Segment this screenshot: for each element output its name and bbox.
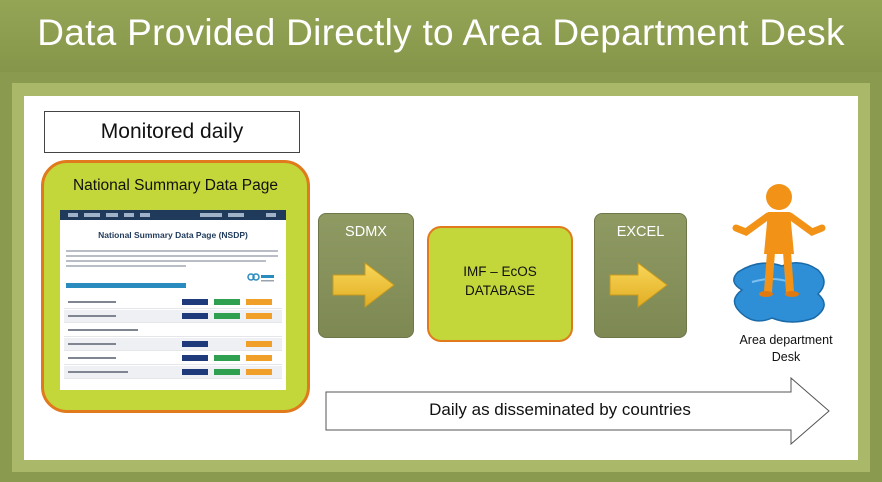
row-button bbox=[246, 355, 272, 361]
nav-item bbox=[68, 213, 78, 217]
screenshot-text-line bbox=[66, 260, 266, 262]
row-button bbox=[182, 369, 208, 375]
nav-item bbox=[228, 213, 244, 217]
row-label bbox=[68, 315, 116, 317]
screenshot-nav-bar bbox=[60, 210, 286, 220]
row-button bbox=[182, 341, 208, 347]
screenshot-table-row bbox=[64, 352, 282, 365]
row-button bbox=[246, 313, 272, 319]
nav-item bbox=[106, 213, 118, 217]
slide-title: Data Provided Directly to Area Departmen… bbox=[37, 12, 845, 53]
screenshot-table-row bbox=[64, 366, 282, 379]
excel-arrow-icon bbox=[609, 261, 668, 309]
row-label bbox=[68, 357, 116, 359]
row-label bbox=[68, 301, 116, 303]
nsdp-screenshot: National Summary Data Page (NSDP) bbox=[60, 210, 286, 390]
desk-line1: Area department bbox=[739, 333, 833, 347]
nav-item bbox=[84, 213, 100, 217]
imf-line2: DATABASE bbox=[464, 283, 536, 298]
screenshot-title: National Summary Data Page (NSDP) bbox=[98, 230, 248, 240]
monitored-daily-label: Monitored daily bbox=[44, 111, 300, 153]
row-button bbox=[182, 299, 208, 305]
nav-item bbox=[124, 213, 134, 217]
desk-line2: Desk bbox=[771, 350, 801, 364]
screenshot-logo-icon bbox=[247, 273, 274, 282]
screenshot-subheading bbox=[66, 283, 186, 288]
row-button bbox=[246, 369, 272, 375]
row-button bbox=[214, 313, 240, 319]
screenshot-text-line bbox=[66, 255, 278, 257]
screenshot-text-line bbox=[66, 250, 278, 252]
nav-item bbox=[140, 213, 150, 217]
screenshot-table-row bbox=[64, 324, 282, 337]
screenshot-table-row bbox=[64, 296, 282, 309]
screenshot-text-line bbox=[66, 265, 186, 267]
imf-ecos-database-label: IMF – EcOS DATABASE bbox=[427, 262, 573, 300]
excel-label: EXCEL bbox=[616, 224, 665, 240]
daily-arrow-label: Daily as disseminated by countries bbox=[429, 400, 691, 419]
screenshot-table-row bbox=[64, 310, 282, 323]
screenshot-table-row bbox=[64, 338, 282, 351]
row-button bbox=[246, 341, 272, 347]
row-label bbox=[68, 371, 128, 373]
title-bar bbox=[0, 0, 882, 72]
row-button bbox=[182, 355, 208, 361]
row-button bbox=[214, 355, 240, 361]
row-button bbox=[182, 313, 208, 319]
sdmx-label: SDMX bbox=[345, 224, 387, 240]
row-button bbox=[214, 299, 240, 305]
nsdp-heading: National Summary Data Page bbox=[72, 177, 279, 194]
row-label bbox=[68, 343, 116, 345]
daily-arrow-icon bbox=[325, 376, 830, 446]
nav-item bbox=[200, 213, 222, 217]
row-label bbox=[68, 329, 138, 331]
imf-line1: IMF – EcOS bbox=[463, 264, 537, 279]
imf-ecos-database-box bbox=[427, 226, 573, 342]
nav-item bbox=[266, 213, 276, 217]
sdmx-arrow-icon bbox=[332, 261, 395, 309]
row-button bbox=[214, 369, 240, 375]
row-button bbox=[246, 299, 272, 305]
area-department-desk-label: Area department Desk bbox=[724, 332, 848, 366]
